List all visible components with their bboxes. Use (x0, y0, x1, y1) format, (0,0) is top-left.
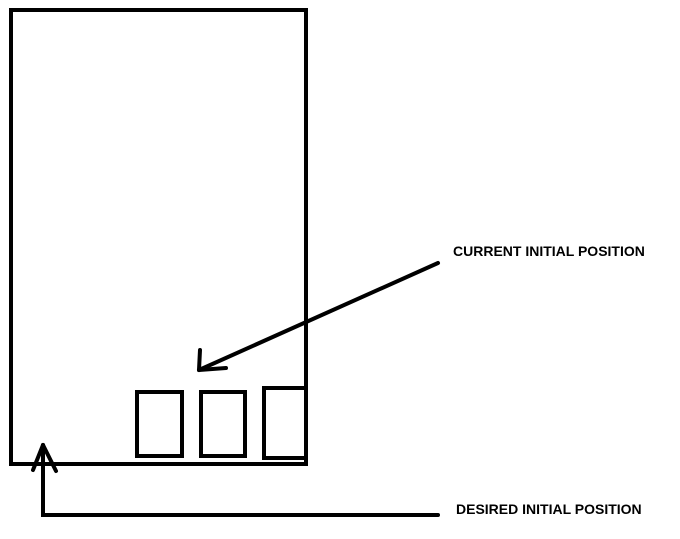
desired-position-label: DESIRED INITIAL POSITION (456, 501, 642, 517)
current-position-arrow (197, 261, 440, 372)
desired-position-arrow (31, 443, 440, 517)
item-box-1 (135, 390, 184, 458)
current-position-label: CURRENT INITIAL POSITION (453, 243, 645, 259)
container-rectangle (9, 8, 308, 466)
item-box-2 (199, 390, 247, 458)
item-box-3 (262, 386, 306, 460)
